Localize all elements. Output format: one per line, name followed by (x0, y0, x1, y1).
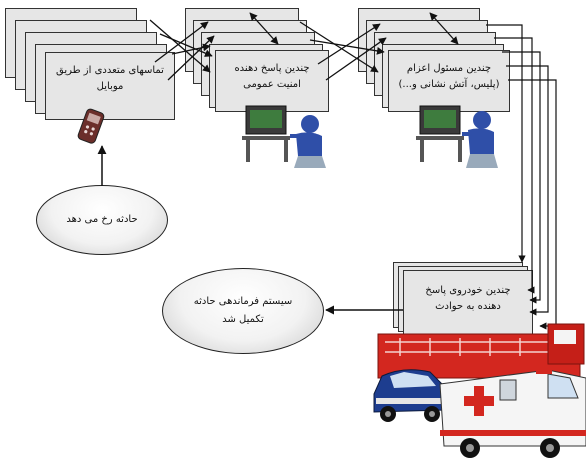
arrow-double-responders (429, 12, 459, 45)
responders-box-front: چندین مسئول اعزام (پلیس، آتش نشانی و...) (388, 50, 510, 112)
vehicles-box-line2: دهنده به حوادث (435, 301, 501, 312)
incident-ellipse-label: حادثه رخ می دهد (66, 214, 138, 225)
command-system-label: سیستم فرماندهی حادثه تکمیل شد (163, 293, 323, 329)
responders-box-line2: (پلیس، آتش نشانی و...) (398, 79, 500, 90)
police-car-icon (373, 369, 447, 422)
vehicles-box-label: چندین خودروی پاسخ دهنده به حوادث (406, 283, 530, 315)
fire-truck-icon (377, 323, 585, 379)
command-system-ellipse: سیستم فرماندهی حادثه تکمیل شد (162, 268, 324, 354)
public-safety-box-line1: چندین پاسخ دهنده (234, 63, 310, 74)
public-safety-box-front: چندین پاسخ دهنده امنیت عمومی (215, 50, 329, 112)
operator-desk-icon-2 (416, 105, 498, 168)
connectors-responders-to-vehicles (486, 24, 557, 330)
arrows-public-safety-to-responders (299, 21, 387, 81)
vehicles-box-front: چندین خودروی پاسخ دهنده به حوادث (403, 270, 533, 336)
calls-box-line1: تماسهای متعددی از طریق (56, 65, 164, 76)
mobile-phone-icon (77, 108, 105, 144)
responders-box-line1: چندین مسئول اعزام (406, 63, 492, 74)
arrows-calls-to-public-safety (149, 19, 215, 81)
incident-ellipse: حادثه رخ می دهد (36, 185, 168, 255)
arrow-double-public-safety (249, 12, 279, 45)
responders-box-label: چندین مسئول اعزام (پلیس، آتش نشانی و...) (391, 61, 507, 93)
vehicles-box-line1: چندین خودروی پاسخ (425, 285, 511, 296)
operator-desk-icon (242, 105, 326, 168)
calls-box-label: تماسهای متعددی از طریق موبایل (48, 63, 172, 95)
command-system-line2: تکمیل شد (222, 314, 264, 325)
ambulance-icon (439, 368, 586, 458)
public-safety-box-line2: امنیت عمومی (243, 79, 301, 90)
command-system-line1: سیستم فرماندهی حادثه (193, 296, 293, 307)
calls-box-line2: موبایل (96, 81, 124, 92)
public-safety-box-label: چندین پاسخ دهنده امنیت عمومی (218, 61, 326, 93)
calls-box-front: تماسهای متعددی از طریق موبایل (45, 52, 175, 120)
